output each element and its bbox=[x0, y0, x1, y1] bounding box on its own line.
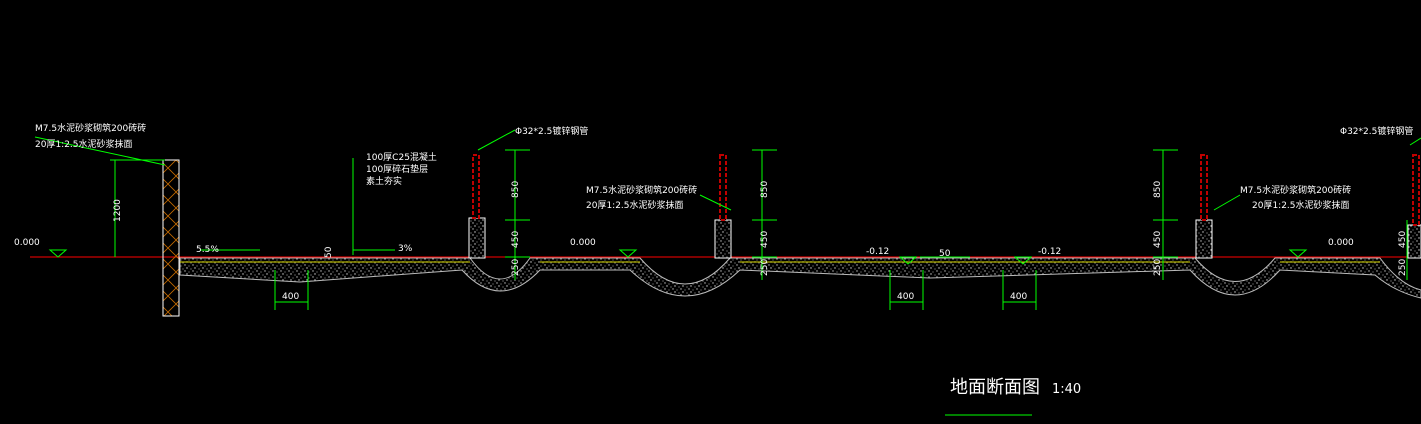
level-low-2: -0.12 bbox=[1038, 247, 1061, 257]
pipe-note: Φ32*2.5镀锌钢管 bbox=[515, 125, 588, 137]
layer-1-note: 100厚C25混凝土 bbox=[366, 151, 437, 163]
dim-wall-height: 1200 bbox=[113, 199, 123, 222]
drawing-scale: 1:40 bbox=[1052, 382, 1081, 397]
level-mid: 0.000 bbox=[570, 238, 596, 248]
dim-pier-b: 450 bbox=[760, 231, 770, 248]
pier-2 bbox=[714, 219, 732, 259]
railing-post-1 bbox=[472, 154, 480, 219]
level-right: 0.000 bbox=[1328, 238, 1354, 248]
dim-width-1: 400 bbox=[282, 292, 299, 302]
elevation-markers bbox=[48, 249, 1308, 265]
layer-2-note: 100厚碎石垫层 bbox=[366, 163, 428, 175]
pier-4 bbox=[1407, 224, 1421, 259]
dim-slab-1: 50 bbox=[324, 246, 334, 258]
railing-post-3 bbox=[1200, 154, 1208, 221]
dim-width-3: 400 bbox=[1010, 292, 1027, 302]
dim-pier-a: 450 bbox=[511, 231, 521, 248]
layer-3-note: 素土夯实 bbox=[366, 175, 402, 187]
drawing-title: 地面断面图 bbox=[950, 377, 1040, 398]
pier-note-right-2: 20厚1:2.5水泥砂浆抹面 bbox=[1252, 199, 1350, 211]
railing-post-2 bbox=[719, 154, 727, 221]
dim-base-d: 250 bbox=[1398, 259, 1408, 276]
pavement-section bbox=[179, 257, 1421, 299]
pier-note-1: M7.5水泥砂浆砌筑200砖砖 bbox=[586, 184, 697, 196]
level-low-1: -0.12 bbox=[866, 247, 889, 257]
dimension-lines bbox=[34, 129, 1421, 416]
wall-note-2: 20厚1:2.5水泥砂浆抹面 bbox=[35, 138, 133, 150]
slope-2: 3% bbox=[398, 244, 413, 254]
dim-rail-b: 850 bbox=[760, 181, 770, 198]
dim-rail-a: 850 bbox=[511, 181, 521, 198]
dim-width-2: 400 bbox=[897, 292, 914, 302]
dim-pier-c: 450 bbox=[1153, 231, 1163, 248]
dim-base-b: 250 bbox=[760, 259, 770, 276]
pier-3 bbox=[1195, 219, 1213, 259]
wall-note-1: M7.5水泥砂浆砌筑200砖砖 bbox=[35, 122, 146, 134]
dim-slab-2: 50 bbox=[939, 249, 951, 259]
pier-note-right-1: M7.5水泥砂浆砌筑200砖砖 bbox=[1240, 184, 1351, 196]
level-left: 0.000 bbox=[14, 238, 40, 248]
dim-base-c: 250 bbox=[1153, 259, 1163, 276]
dim-rail-c: 850 bbox=[1153, 181, 1163, 198]
dim-pier-d: 450 bbox=[1398, 231, 1408, 248]
pipe-note-right: Φ32*2.5镀锌钢管 bbox=[1340, 125, 1413, 137]
pier-1 bbox=[468, 217, 486, 259]
pier-note-2: 20厚1:2.5水泥砂浆抹面 bbox=[586, 199, 684, 211]
railing-post-4 bbox=[1412, 154, 1420, 226]
left-wall bbox=[162, 159, 180, 317]
dim-base-a: 250 bbox=[511, 259, 521, 276]
slope-1: 5.5% bbox=[196, 245, 219, 255]
